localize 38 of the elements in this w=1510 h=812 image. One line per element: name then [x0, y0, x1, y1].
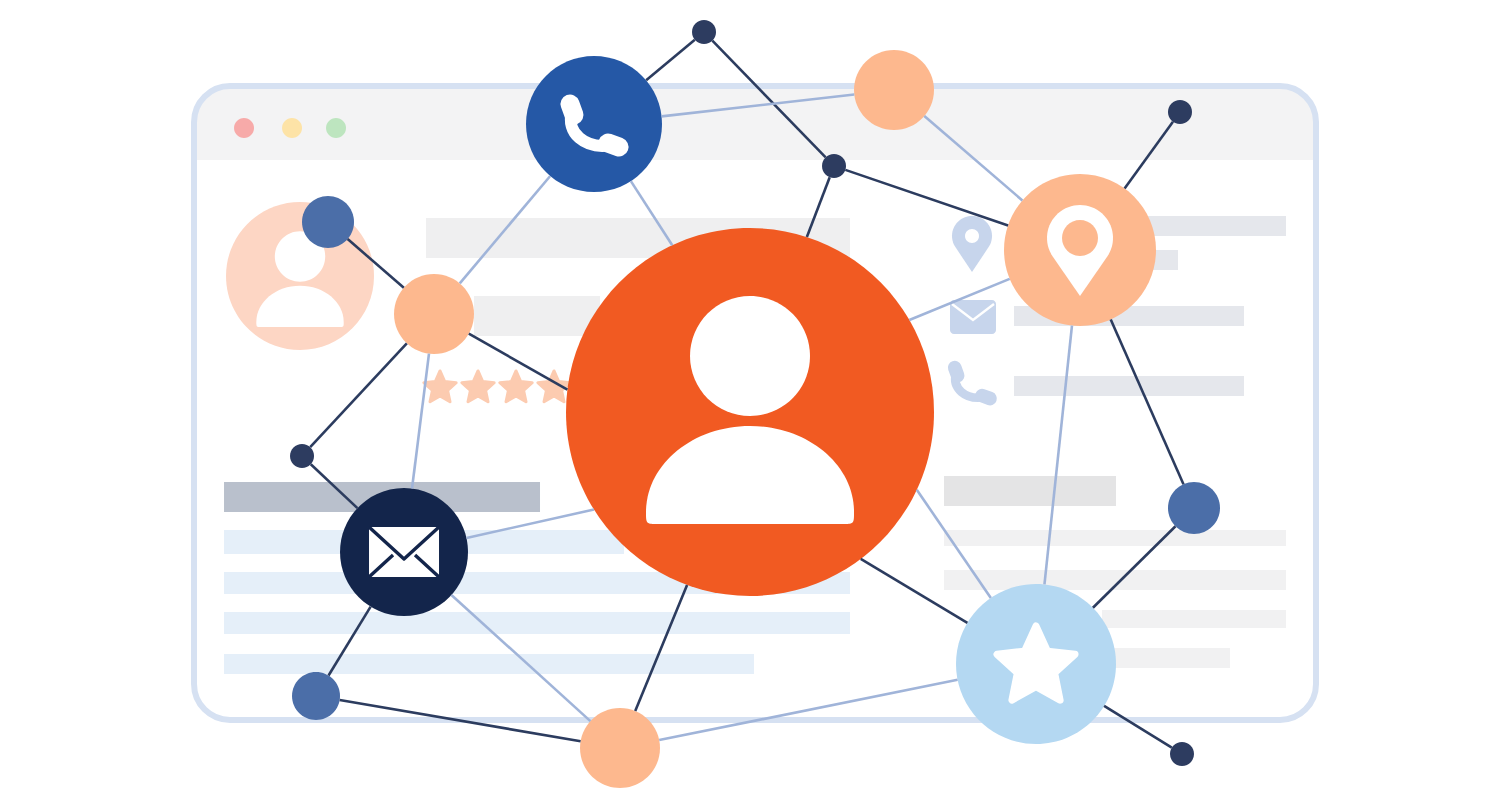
- network-circle: [580, 708, 660, 788]
- connector-line: [860, 557, 969, 624]
- network-circle: [854, 50, 934, 130]
- connector-line: [346, 238, 405, 289]
- network-dot: [292, 672, 340, 720]
- network-dot: [1168, 482, 1220, 534]
- connector-line: [1109, 318, 1185, 485]
- connector-line: [711, 39, 827, 159]
- network-dot: [302, 196, 354, 248]
- connector-line: [466, 508, 595, 540]
- connector-line: [458, 175, 552, 285]
- network-dot: [290, 444, 314, 468]
- connector-line: [805, 176, 831, 238]
- connector-line: [645, 38, 696, 82]
- connector-line: [634, 584, 689, 712]
- connector-line: [450, 594, 592, 723]
- connector-line: [661, 93, 855, 118]
- connector-line: [844, 168, 1009, 227]
- connector-line: [309, 342, 408, 449]
- network-dot: [822, 154, 846, 178]
- connector-line: [410, 353, 431, 489]
- connector-line: [1123, 120, 1174, 190]
- connector-line: [309, 463, 359, 510]
- network-dot: [1168, 100, 1192, 124]
- network-circle: [394, 274, 474, 354]
- network-dot: [692, 20, 716, 44]
- connector-line: [908, 277, 1011, 322]
- connector-line: [1103, 704, 1173, 749]
- connector-line: [339, 698, 581, 743]
- connector-line: [629, 180, 674, 246]
- connector-line: [468, 332, 569, 391]
- connector-line: [923, 115, 1024, 202]
- connector-line: [915, 489, 992, 599]
- connector-line: [1043, 325, 1074, 585]
- connector-line: [658, 678, 958, 742]
- connector-line: [1092, 525, 1177, 609]
- network-dot: [1170, 742, 1194, 766]
- connector-line: [327, 605, 372, 677]
